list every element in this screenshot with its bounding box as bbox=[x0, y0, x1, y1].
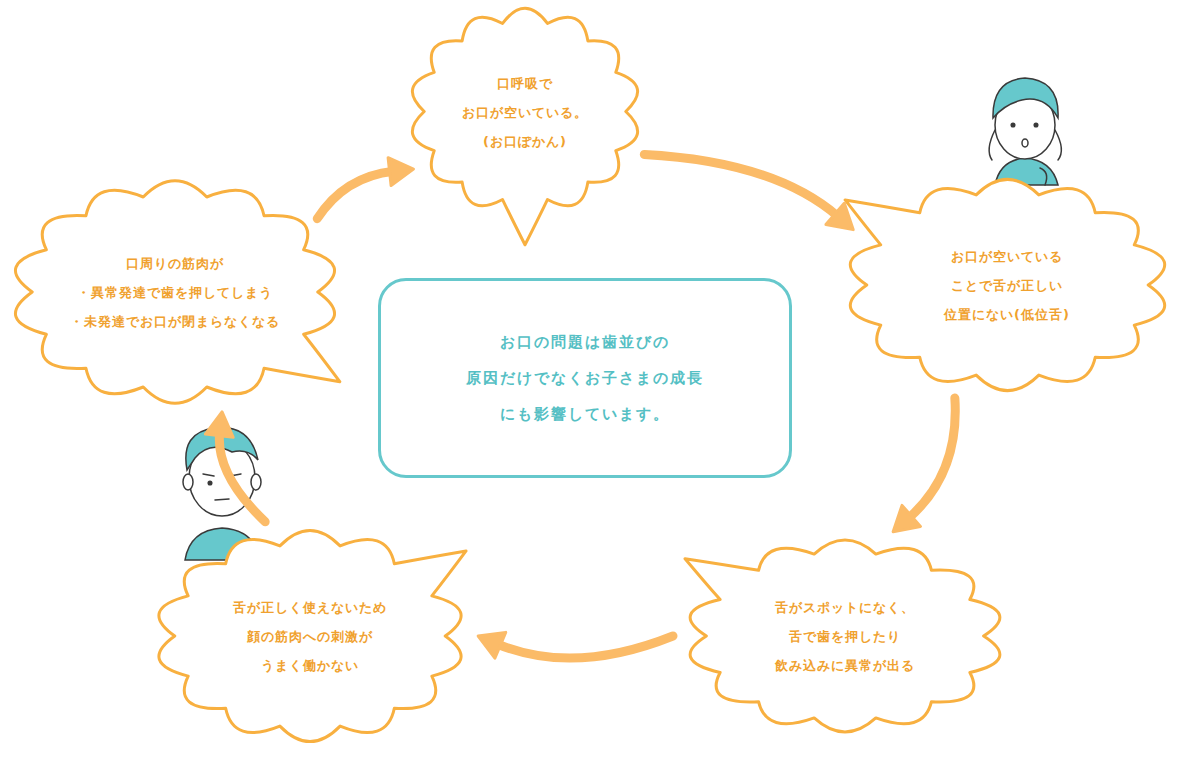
text-line: 顔の筋肉への刺激が bbox=[233, 622, 387, 651]
arrow-line bbox=[219, 432, 265, 522]
text-line: 舌が正しく使えないため bbox=[233, 593, 387, 622]
text-line: 口呼吸で bbox=[462, 68, 588, 97]
cycle-arrow bbox=[317, 158, 413, 219]
speech-cloud: お口が空いている ことで舌が正しい 位置にない(低位舌) bbox=[840, 175, 1175, 395]
arrow-line bbox=[497, 636, 673, 658]
arrow-head bbox=[893, 505, 920, 531]
cloud-path bbox=[412, 8, 637, 244]
text-line: 舌で歯を押したり bbox=[775, 622, 915, 651]
speech-cloud: 舌がスポットになく、 舌で歯を押したり 飲み込みに異常が出る bbox=[680, 536, 1010, 736]
text-line: 口周りの筋肉が bbox=[70, 249, 280, 278]
cloud-path bbox=[845, 179, 1165, 390]
text-line: ・異常発達で歯を押してしまう bbox=[70, 278, 280, 307]
arrow-head bbox=[478, 632, 506, 658]
cloud-path bbox=[159, 530, 466, 741]
text-line: お口が空いている bbox=[944, 242, 1070, 271]
arrow-line bbox=[644, 154, 838, 216]
cycle-arrow bbox=[644, 154, 853, 229]
message-panel: お口の問題は歯並びの 原因だけでなくお子さまの成長 にも影響しています。 bbox=[378, 278, 792, 478]
cycle-arrow bbox=[893, 398, 955, 532]
arrow-head bbox=[205, 412, 233, 437]
text-line: お口が空いている。 bbox=[462, 97, 588, 126]
node-text: お口の問題は歯並びの 原因だけでなくお子さまの成長 にも影響しています。 bbox=[466, 324, 704, 432]
speech-cloud: 舌が正しく使えないため 顔の筋肉への刺激が うまく働かない bbox=[149, 526, 471, 746]
node-text: 舌がスポットになく、 舌で歯を押したり 飲み込みに異常が出る bbox=[775, 593, 915, 680]
text-line: 位置にない(低位舌) bbox=[944, 300, 1070, 329]
cycle-arrow bbox=[478, 632, 673, 658]
node-text: お口が空いている ことで舌が正しい 位置にない(低位舌) bbox=[944, 242, 1070, 329]
text-line: にも影響しています。 bbox=[466, 396, 704, 432]
node-text: 舌が正しく使えないため 顔の筋肉への刺激が うまく働かない bbox=[233, 593, 387, 680]
text-holder: 舌が正しく使えないため 顔の筋肉への刺激が うまく働かない bbox=[233, 593, 387, 680]
arrow-line bbox=[317, 171, 393, 218]
text-line: うまく働かない bbox=[233, 651, 387, 680]
text-line: (お口ぽかん) bbox=[462, 126, 588, 155]
text-holder: 口呼吸で お口が空いている。 (お口ぽかん) bbox=[462, 68, 588, 155]
text-line: 飲み込みに異常が出る bbox=[775, 651, 915, 680]
cloud-path bbox=[685, 540, 1000, 732]
text-line: ・未発達でお口が閉まらなくなる bbox=[70, 307, 280, 336]
text-line: ことで舌が正しい bbox=[944, 271, 1070, 300]
text-holder: 舌がスポットになく、 舌で歯を押したり 飲み込みに異常が出る bbox=[775, 593, 915, 680]
text-line: 舌がスポットになく、 bbox=[775, 593, 915, 622]
node-text: 口呼吸で お口が空いている。 (お口ぽかん) bbox=[462, 68, 588, 155]
cycle-arrow bbox=[205, 412, 265, 522]
text-holder: 口周りの筋肉が ・異常発達で歯を押してしまう ・未発達でお口が閉まらなくなる bbox=[70, 249, 280, 336]
arrow-line bbox=[908, 398, 955, 519]
text-line: 原因だけでなくお子さまの成長 bbox=[466, 360, 704, 396]
cloud-path bbox=[15, 181, 339, 404]
woman-figure bbox=[989, 78, 1061, 185]
text-holder: お口の問題は歯並びの 原因だけでなくお子さまの成長 にも影響しています。 bbox=[466, 324, 704, 432]
text-holder: お口が空いている ことで舌が正しい 位置にない(低位舌) bbox=[944, 242, 1070, 329]
speech-cloud: 口呼吸で お口が空いている。 (お口ぽかん) bbox=[405, 4, 645, 219]
arrow-head bbox=[388, 158, 413, 186]
node-text: 口周りの筋肉が ・異常発達で歯を押してしまう ・未発達でお口が閉まらなくなる bbox=[70, 249, 280, 336]
text-line: お口の問題は歯並びの bbox=[466, 324, 704, 360]
speech-cloud: 口周りの筋肉が ・異常発達で歯を押してしまう ・未発達でお口が閉まらなくなる bbox=[5, 176, 345, 408]
